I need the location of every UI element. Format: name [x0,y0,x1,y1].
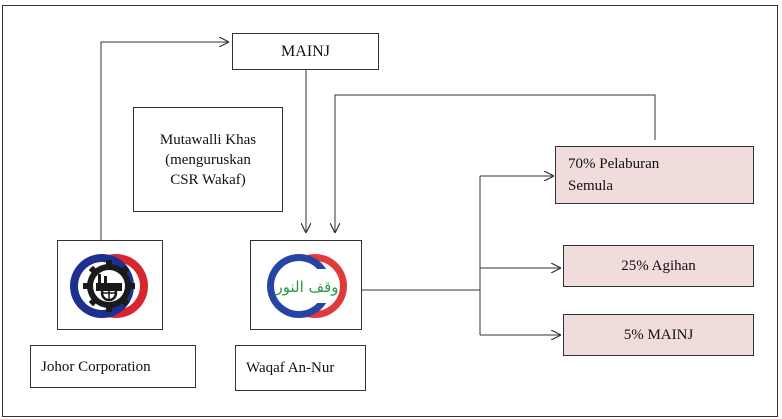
agihan-box: 25% Agihan [563,245,754,287]
waqaf-an-nur-logo: وقف النور [250,240,362,330]
pelaburan-line-2: Semula [568,178,613,194]
mainj-top-label: MAINJ [281,42,330,60]
waqaf-an-nur-label: Waqaf An-Nur [246,360,335,376]
johor-corporation-label: Johor Corporation [41,358,151,375]
diagram-frame [2,5,778,417]
johor-logo-icon [70,254,148,318]
johor-corporation-box: Johor Corporation [30,345,196,388]
mutawalli-line-1: Mutawalli Khas [159,131,257,148]
mutawalli-line-3: CSR Wakaf) [170,171,246,188]
mutawalli-box: Mutawalli Khas (menguruskan CSR Wakaf) [133,107,283,212]
waqaf-logo-script: وقف النور [275,278,339,296]
mainj-top-box: MAINJ [232,33,379,70]
johor-corporation-logo [57,240,163,330]
pelaburan-line-1: 70% Pelaburan [568,156,660,172]
mainj-share-label: 5% MAINJ [623,327,694,343]
mutawalli-line-2: (menguruskan [165,151,251,168]
waqaf-an-nur-box: Waqaf An-Nur [235,345,366,391]
waqaf-logo-icon: وقف النور [267,254,347,318]
arrow-pelaburan-to-waqaf [335,94,656,232]
arrow-johor-to-mainj [100,42,228,240]
mainj-share-box: 5% MAINJ [563,314,754,356]
agihan-label: 25% Agihan [621,258,696,274]
pelaburan-box: 70% Pelaburan Semula [555,146,754,204]
